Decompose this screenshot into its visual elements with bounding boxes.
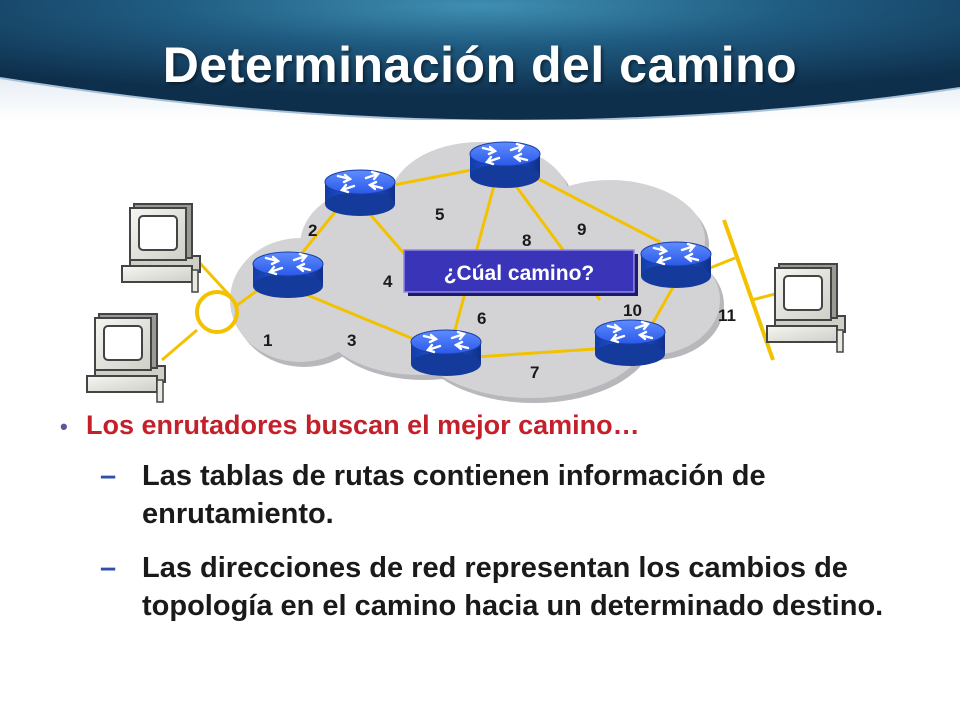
bullet-sub-2-text: Las direcciones de red representan los c… bbox=[142, 552, 884, 622]
bullet-main: • Los enrutadores buscan el mejor camino… bbox=[60, 410, 950, 441]
link-label: 1 bbox=[263, 331, 272, 350]
router-icon bbox=[323, 168, 397, 218]
bullet-dot-icon: • bbox=[60, 414, 68, 439]
network-diagram: ¿Cúal camino? 1 2 3 4 5 6 7 8 9 10 11 bbox=[86, 140, 846, 403]
workstation-icon bbox=[766, 263, 846, 353]
dash-icon: – bbox=[100, 552, 117, 584]
bullet-sub-2: – Las direcciones de red representan los… bbox=[100, 549, 950, 625]
workstation-icon bbox=[121, 203, 201, 293]
router-icon bbox=[251, 250, 325, 300]
link-7 bbox=[474, 346, 611, 359]
link-10 bbox=[648, 281, 678, 329]
link-pc1-ring bbox=[195, 258, 234, 300]
link-label: 6 bbox=[477, 309, 486, 328]
ring-network bbox=[195, 290, 239, 334]
link-pc2-ring bbox=[161, 328, 198, 362]
workstation-icon bbox=[86, 313, 166, 403]
link-label: 7 bbox=[530, 363, 539, 382]
router-icon bbox=[468, 140, 542, 190]
link-label: 10 bbox=[623, 301, 642, 320]
question-box: ¿Cúal camino? bbox=[403, 249, 638, 296]
dash-icon: – bbox=[100, 460, 117, 492]
bullet-sub-1: – Las tablas de rutas contienen informac… bbox=[100, 457, 950, 533]
bullet-list: • Los enrutadores buscan el mejor camino… bbox=[60, 410, 950, 625]
router-icon bbox=[639, 240, 713, 290]
page-title: Determinación del camino bbox=[162, 37, 798, 93]
link-label: 4 bbox=[383, 272, 393, 291]
question-label: ¿Cúal camino? bbox=[444, 262, 595, 285]
bullet-main-text: Los enrutadores buscan el mejor camino… bbox=[86, 410, 640, 440]
link-label: 5 bbox=[435, 205, 444, 224]
header-background bbox=[0, 0, 960, 120]
link-label: 3 bbox=[347, 331, 356, 350]
link-label: 11 bbox=[718, 306, 736, 325]
link-5 bbox=[377, 166, 483, 190]
link-9 bbox=[524, 170, 661, 244]
bullet-sub-1-text: Las tablas de rutas contienen informació… bbox=[142, 460, 766, 530]
link-label: 9 bbox=[577, 220, 586, 239]
router-icon bbox=[409, 328, 483, 378]
link-label: 2 bbox=[308, 221, 317, 240]
segment-right bbox=[722, 219, 775, 361]
slide-header: Determinación del camino bbox=[0, 0, 960, 120]
router-icon bbox=[593, 318, 667, 368]
link-1 bbox=[235, 288, 259, 308]
link-label: 8 bbox=[522, 231, 531, 250]
